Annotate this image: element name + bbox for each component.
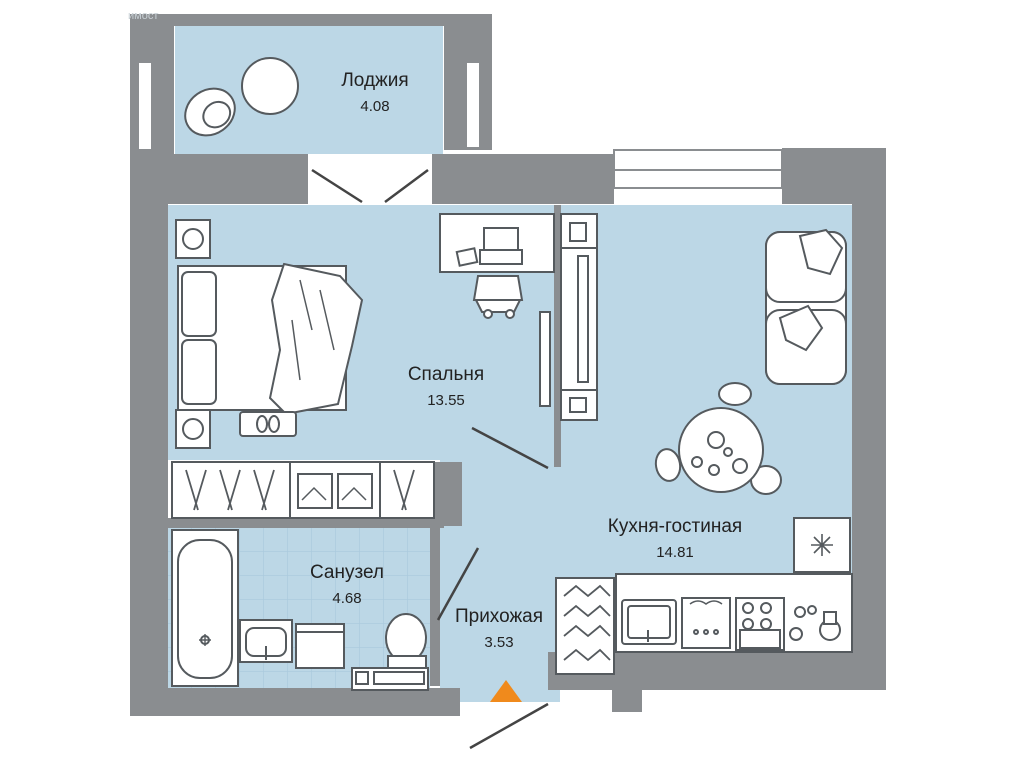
bottom-wall-left: [130, 688, 460, 716]
bathtub-icon: [171, 529, 239, 687]
top-wall-left: [130, 154, 308, 204]
washing-machine-icon: [295, 623, 345, 669]
round-table-icon: [241, 57, 299, 115]
partition-bathroom-side: [430, 528, 440, 686]
room-area: 14.81: [656, 544, 694, 561]
bedroom-furniture: [171, 213, 555, 519]
room-name: Спальня: [407, 364, 485, 385]
dining-table-icon: [654, 382, 782, 495]
room-label-hallway: Прихожая 3.53: [440, 606, 558, 651]
room-area: 3.53: [484, 634, 514, 651]
toilet-icon: [385, 613, 427, 669]
bottom-wall-kitchen-step: [612, 652, 642, 712]
room-name: Прихожая: [454, 606, 544, 627]
appliances-icon: [789, 605, 841, 641]
bathroom-door: [436, 547, 480, 621]
room-label-kitchen: Кухня-гостиная 14.81: [590, 516, 760, 561]
bedroom-door: [471, 426, 549, 470]
stove-icon: [735, 597, 785, 651]
loggia-door-right: [384, 168, 429, 204]
loggia-furniture: [184, 57, 299, 137]
laptop-icon: [479, 227, 523, 265]
entrance-arrow-icon: [490, 680, 522, 702]
room-name: Лоджия: [341, 70, 409, 91]
partition-bathroom-right: [432, 462, 462, 526]
right-outer-wall: [852, 148, 886, 676]
bathroom-furniture: [171, 529, 429, 691]
entrance-door: [469, 702, 549, 750]
wardrobe-icon: [171, 461, 435, 519]
room-name: Санузел: [309, 562, 384, 583]
room-area: 4.08: [360, 98, 390, 115]
loggia-door-left: [311, 168, 363, 204]
dishwasher-icon: [681, 597, 731, 649]
nightstand-top-icon: [175, 219, 211, 259]
sink-icon: [239, 619, 293, 663]
loggia-right-window: [465, 61, 481, 149]
bedroom-tv-icon: [539, 311, 551, 407]
left-outer-wall: [130, 196, 168, 716]
room-name: Кухня-гостиная: [607, 516, 743, 537]
kitchen-furniture: [555, 213, 853, 675]
room-area: 13.55: [427, 392, 465, 409]
armchair-icon: [184, 87, 236, 137]
hallway-wardrobe-icon: [555, 577, 615, 675]
tv-icon: [560, 213, 598, 421]
loggia-top-wall: [130, 14, 492, 26]
room-label-bedroom: Спальня 13.55: [386, 364, 506, 409]
room-label-loggia: Лоджия 4.08: [320, 70, 430, 115]
doors: [311, 168, 549, 750]
windows: [137, 61, 783, 189]
desk-chair-icon: [472, 275, 524, 319]
room-area: 4.68: [332, 590, 362, 607]
sofa-icon: [765, 228, 847, 385]
partition-bedroom-kitchen: [554, 205, 561, 467]
partition-bathroom-top: [168, 518, 444, 528]
watermark: имост: [128, 10, 159, 22]
loggia-left-window: [137, 61, 153, 151]
top-wall-right: [432, 154, 614, 204]
kitchen-sink-icon: [621, 599, 677, 645]
room-label-bathroom: Санузел 4.68: [292, 562, 402, 607]
bed-icon: [177, 262, 364, 416]
